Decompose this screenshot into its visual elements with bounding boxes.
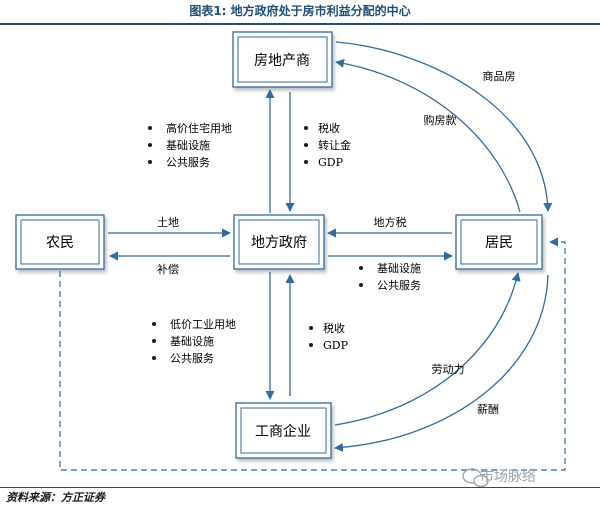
watermark-text: 市场脉络 [480, 469, 536, 485]
node-enterprises: 工商企业 [235, 402, 332, 459]
label-purchase-payment: 购房款 [424, 113, 457, 127]
list-item: 基础设施 [377, 262, 421, 275]
node-developer: 房地产商 [232, 31, 333, 88]
title-rule [0, 23, 600, 25]
label-land: 土地 [157, 216, 179, 229]
label-commercial-housing: 商品房 [483, 69, 516, 83]
list-item: 税收 [323, 321, 345, 335]
list-to-residents: 基础设施 公共服务 [359, 262, 421, 292]
label-labor: 劳动力 [432, 363, 465, 376]
list-item: 公共服务 [170, 352, 214, 365]
list-from-developer: 税收 转让金 GDP [304, 121, 351, 169]
label-compensation: 补偿 [157, 262, 179, 276]
label-local-tax: 地方税 [374, 215, 407, 229]
node-enterprises-label: 工商企业 [255, 423, 311, 440]
list-item: 基础设施 [170, 335, 214, 348]
wechat-icon [462, 468, 489, 488]
list-from-enterprises: 税收 GDP [309, 321, 349, 352]
list-item: 公共服务 [377, 279, 421, 292]
label-salary: 薪酬 [477, 403, 499, 416]
list-item: 高价住宅用地 [166, 121, 232, 135]
list-to-enterprises: 低价工业用地 基础设施 公共服务 [152, 318, 236, 365]
list-to-developer: 高价住宅用地 基础设施 公共服务 [148, 121, 232, 169]
arrow-salary [334, 274, 549, 452]
page-title: 图表1: 地方政府处于房市利益分配的中心 [189, 4, 411, 18]
list-item: GDP [318, 156, 344, 169]
list-item: 基础设施 [166, 139, 210, 152]
node-residents-label: 居民 [485, 235, 513, 251]
list-item: 转让金 [318, 138, 351, 152]
source-note: 资料来源：方正证券 [6, 491, 105, 504]
node-residents: 居民 [455, 214, 543, 270]
node-developer-label: 房地产商 [254, 53, 310, 69]
list-item: 公共服务 [166, 156, 210, 169]
list-item: 低价工业用地 [170, 318, 236, 331]
arrow-labor [334, 272, 521, 426]
list-item: 税收 [318, 121, 340, 135]
node-farmers: 农民 [15, 214, 105, 270]
arrow-commercial-housing [335, 41, 553, 212]
node-government-label: 地方政府 [251, 235, 307, 251]
node-government: 地方政府 [233, 214, 325, 270]
list-item: GDP [323, 339, 349, 352]
footer-rule [0, 487, 600, 488]
arrow-purchase-payment [335, 58, 521, 213]
arrow-farmers-to-residents [59, 237, 566, 471]
node-farmers-label: 农民 [46, 235, 74, 251]
